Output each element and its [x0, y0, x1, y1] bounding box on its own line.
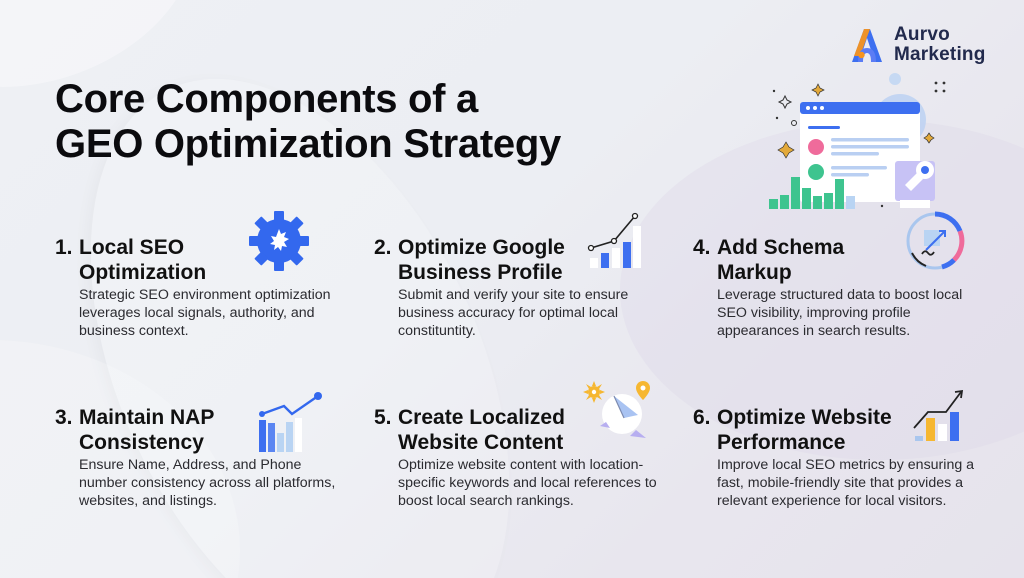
bar-line-chart-icon	[259, 392, 322, 452]
component-item-2: 2. Optimize Google Business Profile Subm…	[374, 235, 664, 341]
item-description: Improve local SEO metrics by ensuring a …	[717, 457, 975, 510]
item-number: 1.	[55, 236, 73, 259]
item-title-line1: Local SEO	[79, 236, 185, 259]
brand-name-line2: Marketing	[894, 44, 986, 65]
component-item-5: 5. Create Localized Website Content Opti…	[374, 405, 664, 511]
item-number: 5.	[374, 406, 392, 429]
item-number: 6.	[693, 406, 711, 429]
item-title-line1: Add Schema	[717, 236, 845, 259]
item-title-line1: Create Localized	[398, 406, 565, 429]
item-description: Optimize website content with location-s…	[398, 457, 657, 510]
brand-logo: Aurvo Marketing	[846, 24, 986, 66]
item-title-line2: Consistency	[79, 431, 204, 454]
aurvo-logo-icon	[852, 29, 882, 62]
page-title: Core Components of a GEO Optimization St…	[55, 77, 561, 167]
item-description: Ensure Name, Address, and Phone number c…	[79, 457, 336, 510]
item-title-line1: Maintain NAP	[79, 406, 215, 429]
item-title-line2: Business Profile	[398, 261, 563, 284]
item-number: 2.	[374, 236, 392, 259]
component-item-1: 1. Local SEO Optimization Strategic SEO …	[55, 235, 345, 341]
gear-icon	[249, 211, 309, 271]
item-title-line1: Optimize Website	[717, 406, 892, 429]
item-number: 4.	[693, 236, 711, 259]
performance-chart-icon	[913, 389, 964, 441]
globe-location-icon	[583, 381, 650, 438]
item-title-line1: Optimize Google	[398, 236, 565, 259]
brand-name-line1: Aurvo	[894, 24, 950, 45]
item-description: Strategic SEO environment optimization l…	[79, 287, 331, 340]
browser-window-analytics-icon	[769, 73, 946, 209]
item-description: Leverage structured data to boost local …	[717, 287, 963, 340]
item-description: Submit and verify your site to ensure bu…	[398, 287, 629, 340]
item-title-line2: Performance	[717, 431, 846, 454]
item-title-line2: Markup	[717, 261, 792, 284]
gauge-dial-icon	[906, 211, 965, 270]
item-number: 3.	[55, 406, 73, 429]
item-title-line2: Optimization	[79, 261, 207, 284]
page-title-line2: GEO Optimization Strategy	[55, 122, 561, 166]
component-item-6: 6. Optimize Website Performance Improve …	[693, 405, 983, 511]
growth-chart-icon	[587, 212, 641, 268]
page-title-line1: Core Components of a	[55, 77, 478, 121]
item-title-line2: Website Content	[398, 431, 564, 454]
component-item-4: 4. Add Schema Markup Leverage structured…	[693, 235, 983, 341]
component-item-3: 3. Maintain NAP Consistency Ensure Name,…	[55, 405, 345, 511]
